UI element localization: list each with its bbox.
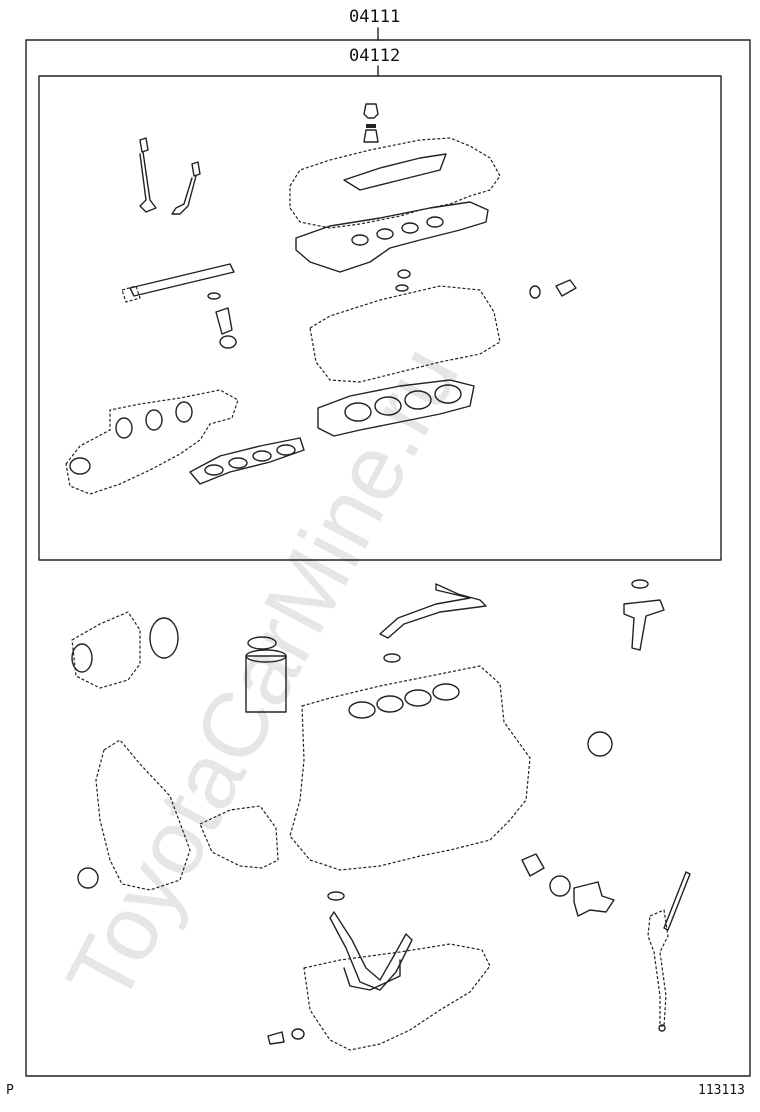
crankshaft-front-seal[interactable] <box>77 867 99 889</box>
figure-number: 113113 <box>698 1083 745 1098</box>
water-drain-cock[interactable] <box>573 881 615 917</box>
exhaust-valve[interactable] <box>171 161 201 215</box>
camshaft-seal-rod[interactable] <box>121 263 235 303</box>
breather-union[interactable] <box>555 279 577 297</box>
oil-pressure-switch[interactable] <box>521 853 545 877</box>
oil-strainer[interactable] <box>327 891 413 991</box>
inner-kit-frame <box>38 75 722 561</box>
outer-kit-frame <box>25 39 751 1077</box>
oil-pan[interactable] <box>303 943 491 1051</box>
oil-level-gauge[interactable] <box>647 871 691 1032</box>
chain-tensioner-gasket[interactable] <box>199 805 279 869</box>
inner-kit-code-label[interactable]: 04112 <box>349 46 400 66</box>
cylinder-head-cover[interactable] <box>289 137 501 229</box>
page-marker: P <box>6 1083 14 1098</box>
exhaust-manifold[interactable] <box>65 389 239 495</box>
plug-seal[interactable] <box>397 269 411 279</box>
drain-plug-gasket[interactable] <box>549 875 571 897</box>
intake-manifold-gasket[interactable] <box>189 437 305 485</box>
head-cover-gasket[interactable] <box>295 201 489 273</box>
drain-plug-washer[interactable] <box>267 1031 285 1045</box>
cylinder-head-gasket[interactable] <box>317 379 475 437</box>
oil-dipstick-guide-top[interactable] <box>623 579 665 651</box>
water-pump-gasket[interactable] <box>149 617 179 659</box>
oil-pan-drain-plug[interactable] <box>291 1028 305 1040</box>
head-bolt[interactable] <box>363 103 379 143</box>
water-pump[interactable] <box>71 611 141 689</box>
small-seal-ring[interactable] <box>207 292 221 300</box>
oil-filler-gasket[interactable] <box>529 285 541 299</box>
watermark: ToyotaCarMine.ru <box>48 330 479 1019</box>
rear-oil-seal[interactable] <box>587 731 613 757</box>
cylinder-head[interactable] <box>309 285 501 383</box>
injector-seal[interactable] <box>215 307 237 349</box>
water-inlet-pipe[interactable] <box>379 583 487 663</box>
oil-filter[interactable] <box>245 636 287 713</box>
plug-washer[interactable] <box>395 284 409 292</box>
cylinder-block[interactable] <box>289 665 531 871</box>
intake-valve[interactable] <box>139 137 157 213</box>
outer-kit-code-label[interactable]: 04111 <box>349 7 400 27</box>
